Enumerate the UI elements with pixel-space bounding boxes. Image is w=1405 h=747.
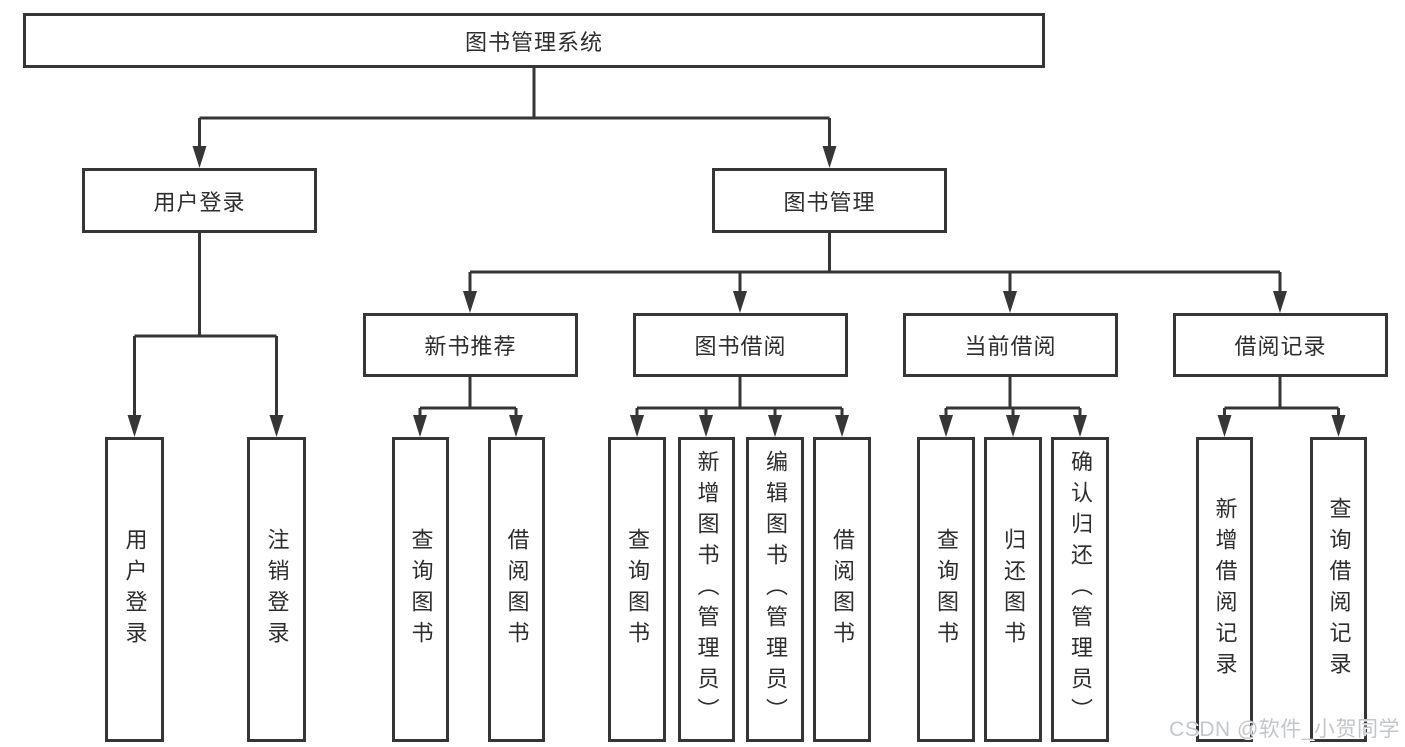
- leaf-recommend-borrow-books: 借阅图书: [488, 437, 545, 742]
- node-book-borrow: 图书借阅: [633, 313, 848, 377]
- leaf-borrow-query-books: 查询图书: [608, 437, 666, 742]
- node-root-library-system: 图书管理系统: [23, 13, 1045, 68]
- leaf-user-login: 用户登录: [105, 437, 164, 742]
- leaf-borrow-books: 借阅图书: [813, 437, 871, 742]
- leaf-current-query-books: 查询图书: [917, 437, 975, 742]
- node-label: 借阅图书: [830, 527, 855, 652]
- leaf-add-books-admin: 新增图书（管理员）: [678, 437, 735, 742]
- leaf-edit-books-admin: 编辑图书（管理员）: [746, 437, 804, 742]
- leaf-query-borrow-record: 查询借阅记录: [1310, 437, 1367, 742]
- node-new-book-recommend: 新书推荐: [363, 313, 578, 377]
- node-book-management: 图书管理: [712, 168, 947, 233]
- node-label: 图书借阅: [694, 334, 787, 359]
- node-label: 借阅记录: [1234, 334, 1327, 359]
- leaf-return-books: 归还图书: [984, 437, 1042, 742]
- leaf-add-borrow-record: 新增借阅记录: [1196, 437, 1253, 742]
- leaf-logout: 注销登录: [247, 437, 306, 742]
- node-label: 新书推荐: [424, 334, 517, 359]
- csdn-watermark: CSDN @软件_小贺同学: [1169, 718, 1400, 741]
- node-current-borrow: 当前借阅: [903, 313, 1118, 377]
- node-label: 借阅图书: [504, 527, 530, 652]
- node-label: 查询借阅记录: [1326, 496, 1352, 683]
- node-label: 归还图书: [1001, 527, 1026, 652]
- node-label: 新增借阅记录: [1212, 496, 1238, 683]
- node-label: 查询图书: [625, 527, 650, 652]
- node-label: 用户登录: [153, 189, 246, 215]
- node-label: 注销登录: [264, 527, 290, 652]
- leaf-recommend-query-books: 查询图书: [392, 437, 449, 742]
- node-label: 用户登录: [122, 527, 148, 652]
- leaf-confirm-return-admin: 确认归还（管理员）: [1051, 437, 1109, 742]
- node-label: 图书管理系统: [464, 29, 603, 55]
- node-label: 新增图书（管理员）: [694, 450, 720, 729]
- node-label: 编辑图书（管理员）: [763, 450, 788, 729]
- node-label: 查询图书: [934, 527, 959, 652]
- node-borrow-record: 借阅记录: [1173, 313, 1388, 377]
- node-label: 查询图书: [408, 527, 434, 652]
- node-label: 确认归还（管理员）: [1068, 450, 1093, 729]
- node-user-login: 用户登录: [82, 168, 317, 233]
- node-label: 当前借阅: [964, 334, 1057, 359]
- node-label: 图书管理: [783, 189, 876, 215]
